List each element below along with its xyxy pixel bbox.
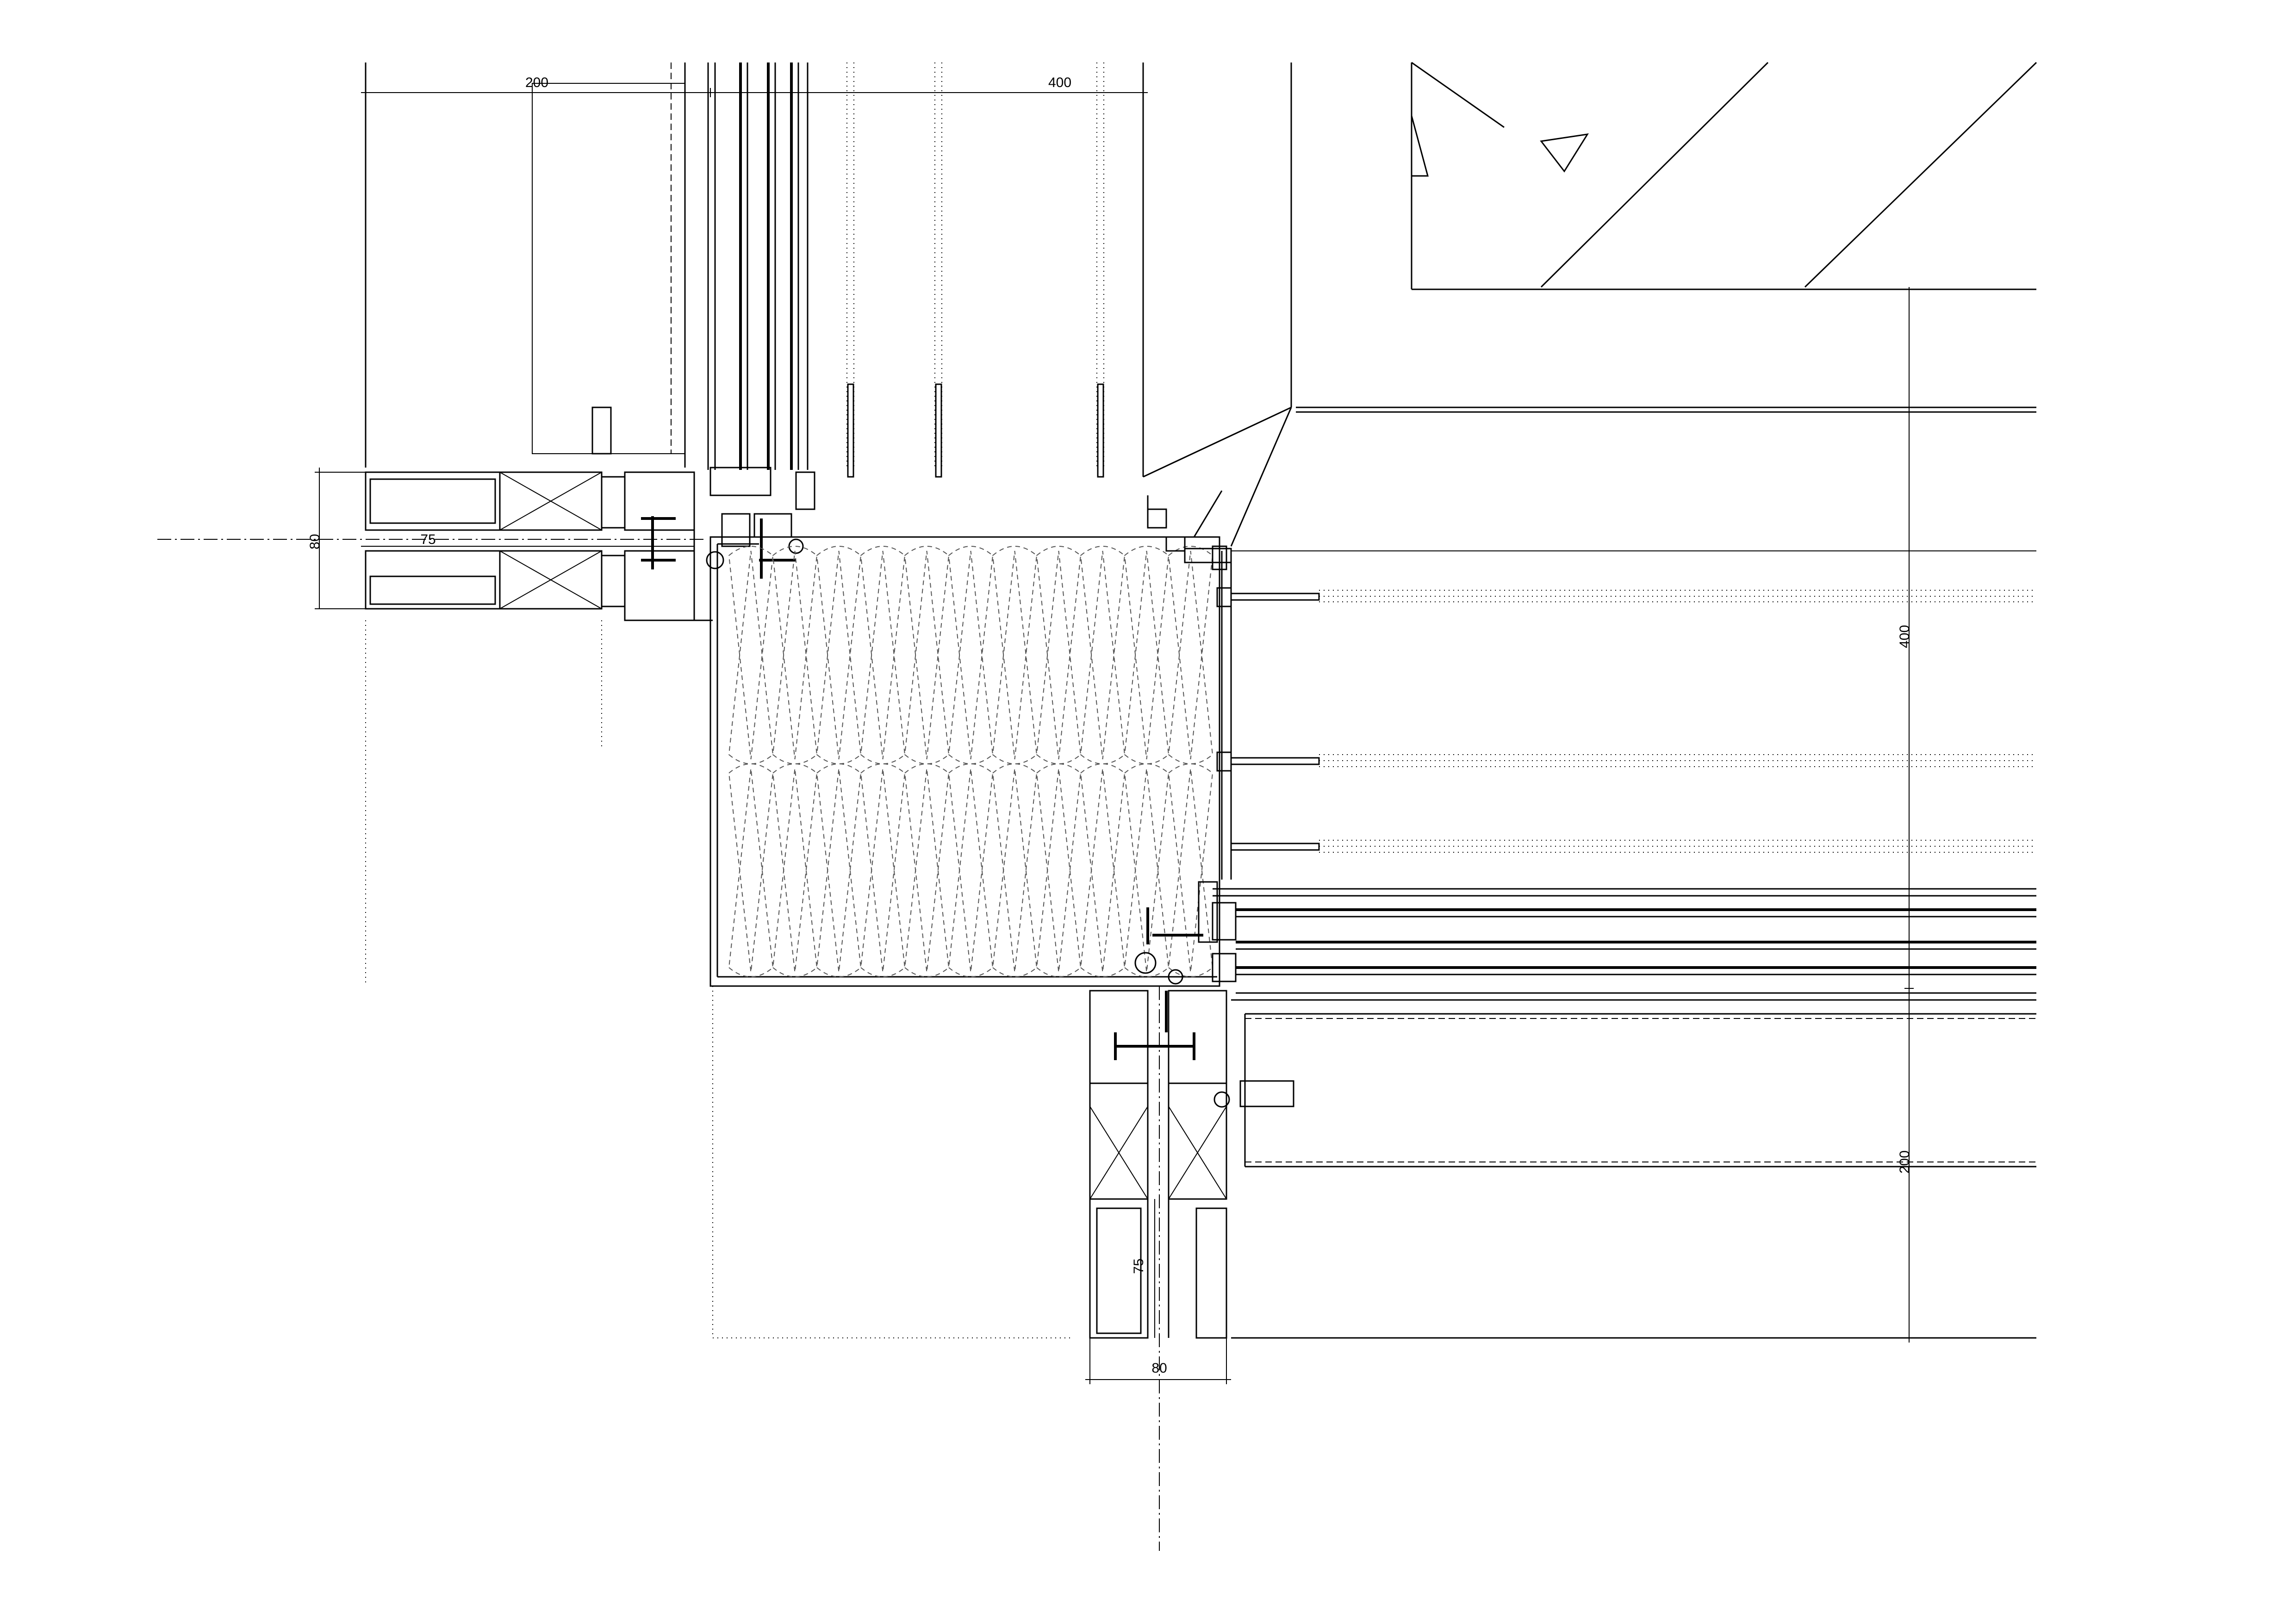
insulation-hatch-cell xyxy=(948,550,994,764)
insulation-hatch-cell xyxy=(1168,550,1213,764)
insulation-hatch-cell xyxy=(772,546,818,760)
insulation-hatch-cell xyxy=(860,546,906,760)
dim-right-400: 400 xyxy=(1897,625,1912,648)
insulation-hatch-cell xyxy=(1080,768,1126,977)
upper-screws xyxy=(847,383,1104,478)
insulation-hatch-cell xyxy=(816,768,862,977)
insulation-hatch-cell xyxy=(904,546,950,760)
right-screws xyxy=(1230,593,1320,851)
dim-right-200: 200 xyxy=(1897,1150,1912,1174)
insulation-hatch-cell xyxy=(728,763,774,973)
insulation-hatch-cell xyxy=(948,763,994,973)
window-head-slope xyxy=(1143,406,2036,547)
insulation-hatch-cell xyxy=(772,763,818,973)
insulation-hatch-cell xyxy=(1036,550,1082,764)
insulation-hatch-cell xyxy=(728,550,774,764)
left-hardware-cluster xyxy=(641,467,815,579)
insulation-hatch-cell xyxy=(1080,763,1126,973)
upper-glazing-bundle xyxy=(707,62,1292,477)
insulation-hatch-cell xyxy=(1124,546,1170,760)
right-dimension-line: 400 200 xyxy=(1897,287,1914,1343)
insulation-hatch-cell xyxy=(1036,763,1082,973)
bottom-dimension-lines: 75 80 xyxy=(712,986,1231,1551)
stone-sill-block xyxy=(1411,62,2037,290)
insulation-hatch-cell xyxy=(1168,546,1213,760)
insulation-hatch-cell xyxy=(860,550,906,764)
insulation-hatch-cell xyxy=(728,768,774,977)
right-glazing-bundle xyxy=(1134,881,2036,1032)
mineral-wool-hatch xyxy=(728,546,1213,977)
insulation-hatch-cell xyxy=(992,763,1038,973)
insulation-hatch-cell xyxy=(816,763,862,973)
lower-right-window-sash xyxy=(1231,1013,2036,1339)
insulation-hatch-cell xyxy=(1124,768,1170,977)
insulation-hatch-cell xyxy=(992,546,1038,760)
dim-left-80: 80 xyxy=(307,534,323,549)
insulation-hatch-cell xyxy=(904,763,950,973)
insulation-hatch-cell xyxy=(860,763,906,973)
dim-left-75: 75 xyxy=(420,532,436,547)
left-frame-profiles xyxy=(365,471,713,621)
top-dimension-line: 200 400 xyxy=(361,75,1148,97)
insulation-hatch-cell xyxy=(904,768,950,977)
insulation-hatch-cell xyxy=(992,768,1038,977)
insulation-hatch-cell xyxy=(1124,550,1170,764)
insulation-hatch-cell xyxy=(1080,546,1126,760)
dim-bottom-80: 80 xyxy=(1151,1361,1167,1376)
insulation-hatch-cell xyxy=(904,550,950,764)
insulation-hatch-cell xyxy=(816,546,862,760)
insulation-hatch-cell xyxy=(816,550,862,764)
insulation-hatch-cell xyxy=(1168,763,1213,973)
insulation-hatch-cell xyxy=(1124,763,1170,973)
right-head-profile xyxy=(1147,495,1232,880)
insulation-hatch-cell xyxy=(948,546,994,760)
insulation-hatch-cell xyxy=(860,768,906,977)
insulation-hatch-cell xyxy=(1036,768,1082,977)
dim-top-left: 200 xyxy=(525,75,548,90)
insulation-hatch-cell xyxy=(728,546,774,760)
insulation-hatch-cell xyxy=(1080,550,1126,764)
upper-left-window-sash xyxy=(365,62,686,468)
right-parallel-lines-upper xyxy=(1231,550,2036,853)
insulation-hatch-cell xyxy=(948,768,994,977)
bottom-frame-profiles xyxy=(1089,990,1230,1339)
insulation-hatch-cell xyxy=(772,550,818,764)
left-dimension-lines: 80 75 xyxy=(157,468,703,986)
dim-bottom-75: 75 xyxy=(1131,1258,1146,1274)
insulation-hatch-cell xyxy=(992,550,1038,764)
insulation-hatch-cell xyxy=(1168,768,1213,977)
insulation-hatch-cell xyxy=(772,768,818,977)
dim-top-right: 400 xyxy=(1048,75,1071,90)
insulation-hatch-cell xyxy=(1036,546,1082,760)
